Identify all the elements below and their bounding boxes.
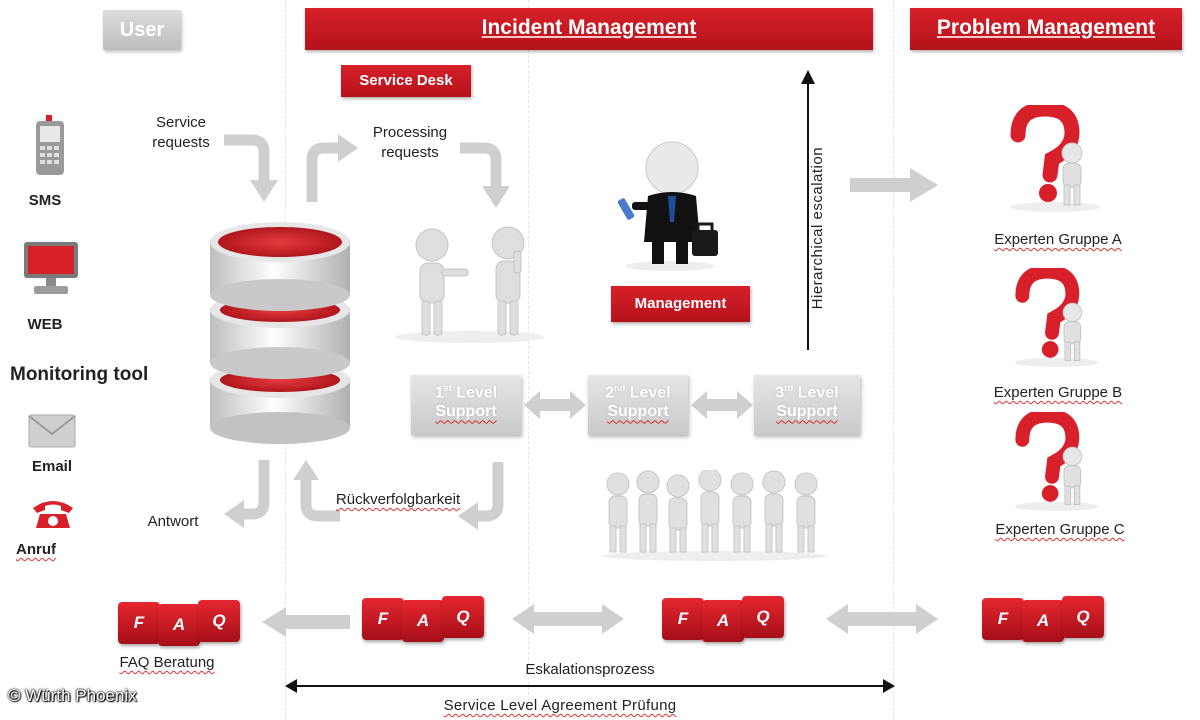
- arrow-up-rueckverfolgbarkeit: [294, 460, 340, 522]
- level-2-word: Level: [629, 384, 671, 402]
- double-arrow-level-2-3: [691, 391, 753, 419]
- management-tag: Management: [611, 286, 750, 322]
- faq-cube-q: Q: [742, 596, 784, 638]
- level-3-sup: rd: [784, 383, 794, 393]
- faq-cube-q: Q: [198, 600, 240, 642]
- faq-cube-q: Q: [442, 596, 484, 638]
- expert-group-b: Experten Gruppe B: [968, 383, 1148, 403]
- faq-cube-f: F: [118, 602, 160, 644]
- label-antwort: Antwort: [147, 513, 199, 530]
- businessman-icon: [617, 141, 718, 271]
- faq-cube-f: F: [662, 598, 704, 640]
- people-talking-icon: [395, 226, 545, 343]
- arrow-service-requests: [224, 134, 278, 202]
- label-sla: Service Level Agreement Prüfung: [380, 696, 740, 716]
- label-rueckverfolgbarkeit-text: Rückverfolgbarkeit: [335, 491, 461, 508]
- arrow-hierarchical-escalation: [801, 70, 815, 350]
- label-service-requests: Service requests: [152, 114, 210, 152]
- label-faq-beratung: FAQ Beratung: [92, 653, 242, 673]
- faq-cubes-second-level: F A Q: [662, 596, 792, 642]
- label-processing-requests: Processing requests: [360, 123, 460, 164]
- header-problem-management: Problem Management: [910, 8, 1182, 50]
- header-user: User: [103, 10, 181, 50]
- label-eskalationsprozess: Eskalationsprozess: [525, 661, 655, 678]
- faq-cubes-user: F A Q: [118, 600, 248, 646]
- arrow-sla: [285, 679, 895, 693]
- copyright-watermark: © Würth Phoenix: [8, 686, 137, 705]
- expert-group-a: Experten Gruppe A: [968, 230, 1148, 250]
- faq-cubes-first-level: F A Q: [362, 596, 492, 642]
- divider-incident-problem: [893, 0, 894, 720]
- database-icon: [210, 222, 350, 444]
- divider-servicedesk: [528, 0, 529, 720]
- mobile-phone-icon: [36, 115, 64, 175]
- level-2-sup: nd: [614, 383, 626, 393]
- label-hierarchical-escalation: Hierarchical escalation: [808, 146, 826, 310]
- level-1-sub: Support: [435, 403, 497, 421]
- expert-group-c-label: Experten Gruppe C: [995, 521, 1125, 538]
- question-mark-figure-c-icon: [1014, 412, 1099, 512]
- level-1-word: Level: [456, 384, 498, 402]
- label-faq-beratung-text: FAQ Beratung: [119, 654, 215, 671]
- faq-cubes-problem: F A Q: [982, 596, 1112, 642]
- computer-monitor-icon: [24, 242, 78, 294]
- expert-group-c: Experten Gruppe C: [970, 520, 1150, 540]
- label-sla-text: Service Level Agreement Prüfung: [443, 697, 677, 714]
- channel-email: Email: [31, 458, 73, 475]
- telephone-icon: [33, 501, 73, 528]
- level-3-num: 3: [775, 384, 785, 402]
- channel-anruf: Anruf: [6, 541, 66, 558]
- label-processing-requests-text: Processing requests: [372, 124, 448, 162]
- level-2-support: 2nd Level Support: [588, 375, 688, 435]
- question-mark-figure-b-icon: [1014, 268, 1099, 368]
- label-rueckverfolgbarkeit: Rückverfolgbarkeit: [318, 490, 478, 510]
- level-1-num: 1: [434, 384, 444, 402]
- arrow-left-faq: [262, 607, 350, 637]
- faq-cube-f: F: [982, 598, 1024, 640]
- level-2-num: 2: [605, 384, 615, 402]
- faq-cube-a: A: [702, 600, 744, 642]
- double-arrow-level-1-2: [524, 391, 586, 419]
- arrow-antwort: [224, 460, 270, 528]
- channel-monitoring-tool: Monitoring tool: [10, 364, 149, 385]
- channel-anruf-label: Anruf: [16, 541, 56, 558]
- header-problem-label: Problem Management: [936, 16, 1156, 39]
- team-group-icon: [603, 470, 827, 561]
- arrow-down-rueckverfolgbarkeit: [458, 462, 504, 530]
- faq-cube-a: A: [1022, 600, 1064, 642]
- expert-group-b-label: Experten Gruppe B: [993, 384, 1123, 401]
- level-1-support: 1st Level Support: [411, 375, 521, 435]
- envelope-icon: [28, 414, 76, 448]
- expert-group-a-label: Experten Gruppe A: [994, 231, 1122, 248]
- level-1-sup: st: [443, 383, 452, 393]
- service-desk-tag: Service Desk: [341, 65, 471, 97]
- level-3-word: Level: [797, 384, 839, 402]
- question-mark-figure-a-icon: [1010, 105, 1100, 212]
- channel-sms: SMS: [28, 192, 62, 209]
- faq-cube-a: A: [158, 604, 200, 646]
- faq-cube-q: Q: [1062, 596, 1104, 638]
- double-arrow-faq-2: [826, 604, 938, 634]
- level-2-sub: Support: [607, 403, 669, 421]
- faq-cube-a: A: [402, 600, 444, 642]
- header-incident-management: Incident Management: [305, 8, 873, 50]
- level-3-support: 3rd Level Support: [754, 375, 860, 435]
- arrow-up-processing: [306, 134, 358, 202]
- header-incident-label: Incident Management: [481, 16, 697, 39]
- channel-web: WEB: [27, 316, 63, 333]
- double-arrow-faq-1: [512, 604, 624, 634]
- arrow-down-processing: [460, 142, 510, 208]
- level-3-sub: Support: [776, 403, 838, 421]
- faq-cube-f: F: [362, 598, 404, 640]
- arrow-to-problem-management: [850, 168, 938, 202]
